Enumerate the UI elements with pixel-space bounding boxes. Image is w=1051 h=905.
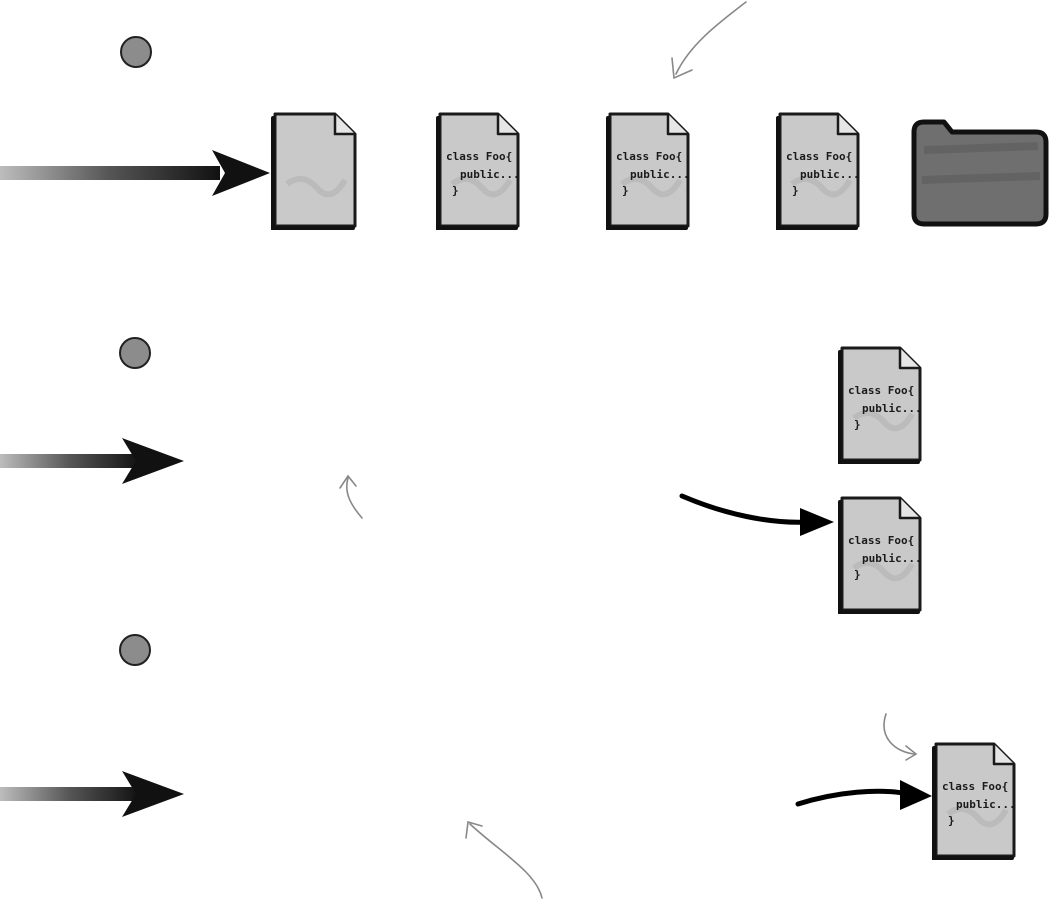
annotation-arrowhead-4	[905, 745, 918, 761]
step-1-bullet	[120, 36, 152, 68]
step-3-bullet	[119, 634, 151, 666]
code-line-2: public...	[460, 168, 520, 181]
source-file-icon: class Foo{ public... }	[934, 744, 1016, 858]
code-line-3: }	[792, 184, 799, 197]
annotation-arrow-2	[346, 477, 363, 519]
source-file-icon: class Foo{ public... }	[840, 348, 922, 462]
code-line-2: public...	[956, 798, 1016, 811]
output-arrow-2	[679, 493, 811, 525]
annotation-arrow-1	[675, 1, 747, 75]
source-file-icon: class Foo{ public... }	[778, 114, 860, 228]
code-line-3: }	[854, 418, 861, 431]
annotation-arrow-3	[469, 823, 543, 899]
source-file-icon: class Foo{ public... }	[840, 498, 922, 612]
annotation-arrowhead-2	[339, 474, 357, 489]
source-file-icon: class Foo{ public... }	[438, 114, 520, 228]
code-line-3: }	[622, 184, 629, 197]
step-2-input-arrow	[0, 438, 184, 484]
blank-file-icon	[271, 112, 357, 230]
code-line-2: public...	[862, 402, 922, 415]
code-line-1: class Foo{	[786, 150, 852, 163]
step-3-input-arrow	[0, 771, 184, 817]
output-arrowhead-3	[900, 780, 932, 810]
code-line-2: public...	[862, 552, 922, 565]
step-3-group: class Foo{ public... }	[0, 634, 1016, 899]
step-2-group: class Foo{ public... } class Foo{ public…	[0, 337, 922, 612]
annotation-arrowhead-3	[465, 820, 483, 839]
output-arrowhead-2	[800, 508, 834, 536]
code-line-2: public...	[630, 168, 690, 181]
code-line-3: }	[948, 814, 955, 827]
code-line-3: }	[452, 184, 459, 197]
code-line-1: class Foo{	[848, 534, 914, 547]
code-line-1: class Foo{	[616, 150, 682, 163]
code-line-2: public...	[800, 168, 860, 181]
annotation-arrowhead-1	[671, 57, 693, 80]
source-file-icon: class Foo{ public... }	[608, 114, 690, 228]
code-line-1: class Foo{	[942, 780, 1008, 793]
step-1-input-arrow	[0, 150, 270, 196]
code-line-1: class Foo{	[446, 150, 512, 163]
output-arrow-3	[795, 788, 911, 807]
code-line-1: class Foo{	[848, 384, 914, 397]
folder-icon	[911, 119, 1049, 227]
annotation-arrow-4	[883, 713, 915, 755]
step-2-bullet	[119, 337, 151, 369]
code-line-3: }	[854, 568, 861, 581]
step-1-group: class Foo{ public... } class Foo{ public…	[0, 1, 1049, 230]
